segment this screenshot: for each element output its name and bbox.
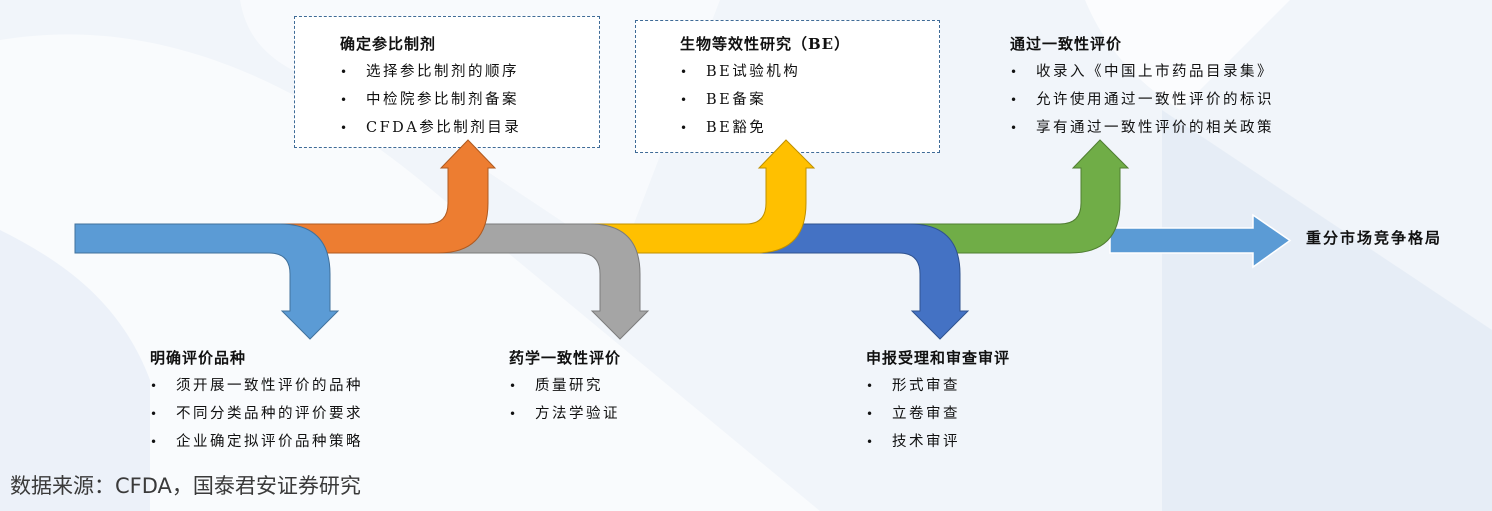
list-item: •企业确定拟评价品种策略	[150, 434, 363, 450]
list-item: •不同分类品种的评价要求	[150, 406, 363, 422]
bullet-icon: •	[1010, 65, 1018, 79]
list-item: •收录入《中国上市药品目录集》	[1010, 64, 1274, 80]
step-5-block: 申报受理和审查审评 •形式审查 •立卷审查 •技术审评	[866, 348, 1010, 460]
bullet-icon: •	[150, 407, 158, 421]
step-5-title: 申报受理和审查审评	[866, 349, 1011, 367]
arrow-step-3	[429, 223, 650, 340]
arrow-step-5	[759, 223, 970, 340]
list-item: •允许使用通过一致性评价的标识	[1010, 92, 1274, 108]
arrow-step-2	[264, 139, 497, 254]
bullet-icon: •	[1010, 121, 1018, 135]
bullet-icon: •	[340, 65, 348, 79]
final-arrow	[1109, 213, 1292, 269]
list-item: •CFDA参比制剂目录	[340, 120, 522, 136]
step-2-title: 确定参比制剂	[340, 35, 437, 53]
list-item: •立卷审查	[866, 406, 960, 422]
reference-drug-box	[294, 16, 600, 148]
bullet-icon: •	[1010, 93, 1018, 107]
step-3-block: 药学一致性评价 •质量研究 •方法学验证	[509, 348, 621, 432]
step-6-list: •收录入《中国上市药品目录集》 •允许使用通过一致性评价的标识 •享有通过一致性…	[1010, 62, 1274, 138]
step-4-title: 生物等效性研究（BE）	[680, 35, 851, 53]
bullet-icon: •	[150, 435, 158, 449]
outcome-label: 重分市场竞争格局	[1306, 229, 1443, 247]
bullet-icon: •	[509, 379, 517, 393]
bullet-icon: •	[509, 407, 517, 421]
step-4-list: •BE试验机构 •BE备案 •BE豁免	[680, 62, 850, 138]
bullet-icon: •	[866, 407, 874, 421]
bullet-icon: •	[340, 93, 348, 107]
list-item: •形式审查	[866, 378, 960, 394]
step-1-block: 明确评价品种 •须开展一致性评价的品种 •不同分类品种的评价要求 •企业确定拟评…	[150, 348, 363, 460]
step-3-list: •质量研究 •方法学验证	[509, 376, 621, 424]
bullet-icon: •	[680, 121, 688, 135]
arrow-step-4	[584, 139, 816, 254]
step-6-title: 通过一致性评价	[1010, 35, 1123, 53]
step-1-list: •须开展一致性评价的品种 •不同分类品种的评价要求 •企业确定拟评价品种策略	[150, 376, 363, 452]
bullet-icon: •	[340, 121, 348, 135]
step-1-title: 明确评价品种	[150, 349, 247, 367]
step-2-list: •选择参比制剂的顺序 •中检院参比制剂备案 •CFDA参比制剂目录	[340, 62, 521, 138]
step-2-block: 确定参比制剂 •选择参比制剂的顺序 •中检院参比制剂备案 •CFDA参比制剂目录	[340, 34, 521, 146]
list-item: •质量研究	[509, 378, 603, 394]
list-item: •BE试验机构	[680, 64, 801, 80]
step-5-list: •形式审查 •立卷审查 •技术审评	[866, 376, 1010, 452]
bullet-icon: •	[866, 435, 874, 449]
bullet-icon: •	[680, 65, 688, 79]
list-item: •BE备案	[680, 92, 767, 108]
bullet-icon: •	[150, 379, 158, 393]
list-item: •须开展一致性评价的品种	[150, 378, 363, 394]
arrow-step-1	[74, 223, 340, 340]
arrow-step-6	[899, 139, 1130, 254]
list-item: •选择参比制剂的顺序	[340, 64, 519, 80]
list-item: •享有通过一致性评价的相关政策	[1010, 120, 1274, 136]
step-4-block: 生物等效性研究（BE） •BE试验机构 •BE备案 •BE豁免	[680, 34, 850, 146]
list-item: •方法学验证	[509, 406, 620, 422]
step-3-title: 药学一致性评价	[509, 349, 622, 367]
bullet-icon: •	[866, 379, 874, 393]
step-6-block: 通过一致性评价 •收录入《中国上市药品目录集》 •允许使用通过一致性评价的标识 …	[1010, 34, 1274, 146]
source-note: 数据来源：CFDA，国泰君安证券研究	[10, 474, 361, 498]
list-item: •中检院参比制剂备案	[340, 92, 519, 108]
bullet-icon: •	[680, 93, 688, 107]
list-item: •BE豁免	[680, 120, 767, 136]
list-item: •技术审评	[866, 434, 960, 450]
